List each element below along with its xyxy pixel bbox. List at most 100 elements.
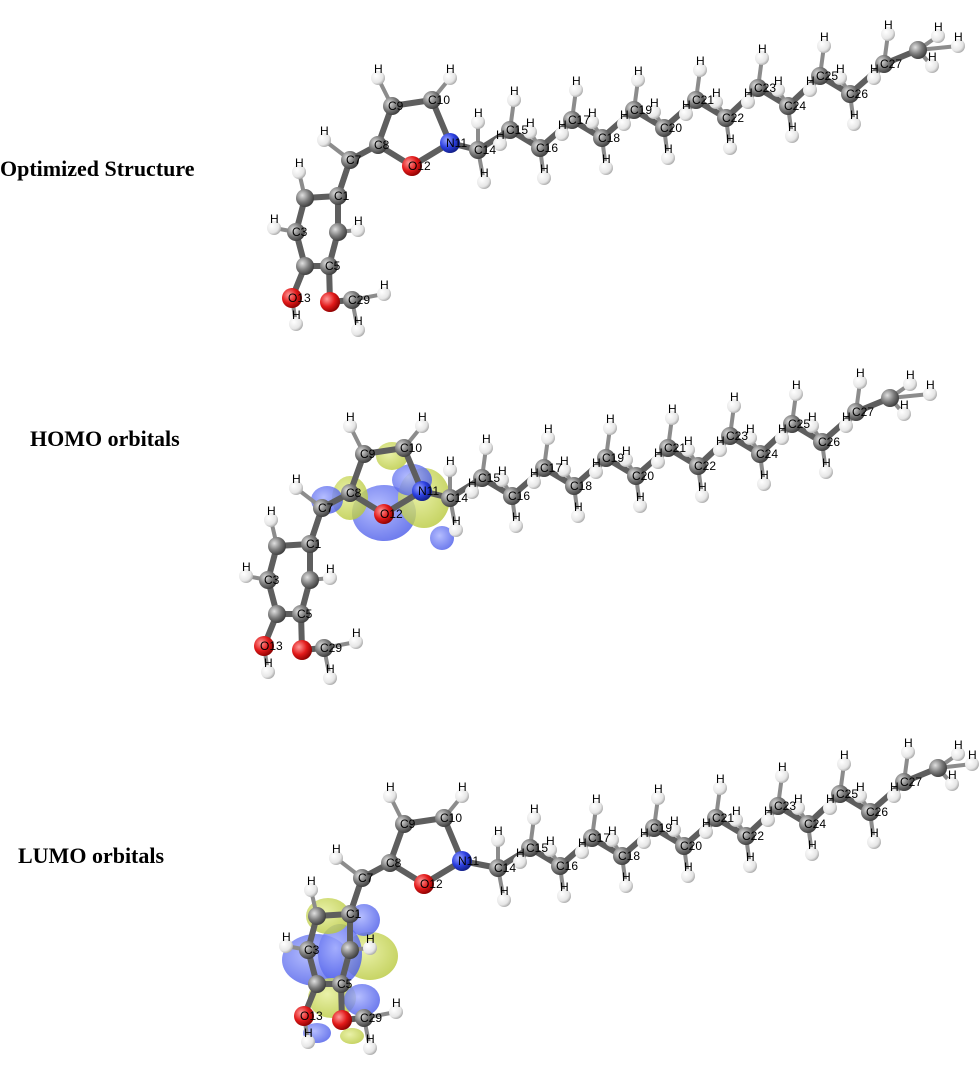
hydrogen-label: H bbox=[806, 74, 815, 88]
hydrogen-atom bbox=[301, 1035, 315, 1049]
hydrogen-atom bbox=[599, 161, 613, 175]
atom-label-c7: C7 bbox=[318, 501, 334, 515]
atom-label-c10: C10 bbox=[400, 441, 422, 455]
hydrogen-label: H bbox=[608, 824, 617, 838]
atom-label-c1: C1 bbox=[306, 537, 322, 551]
hydrogen-label: H bbox=[890, 780, 899, 794]
hydrogen-atom bbox=[951, 39, 965, 53]
atom-label-c29: C29 bbox=[320, 641, 342, 655]
atom-label-c22: C22 bbox=[694, 459, 716, 473]
carbon-atom bbox=[841, 85, 859, 103]
carbon-atom bbox=[308, 975, 326, 993]
hydrogen-atom bbox=[497, 893, 511, 907]
carbon-atom bbox=[593, 129, 611, 147]
carbon-atom bbox=[861, 803, 879, 821]
carbon-atom bbox=[268, 605, 286, 623]
carbon-atom bbox=[441, 489, 459, 507]
carbon-atom bbox=[813, 433, 831, 451]
hydrogen-label: H bbox=[560, 454, 569, 468]
atom-label-c18: C18 bbox=[570, 479, 592, 493]
carbon-atom bbox=[737, 827, 755, 845]
hydrogen-atom bbox=[693, 63, 707, 77]
lumo-lobe-negative bbox=[344, 984, 380, 1016]
hydrogen-atom bbox=[775, 431, 789, 445]
carbon-atom bbox=[308, 907, 326, 925]
hydrogen-atom bbox=[555, 127, 569, 141]
atom-label-c29: C29 bbox=[348, 293, 370, 307]
atom-label-c24: C24 bbox=[784, 99, 806, 113]
atom-label-c29: C29 bbox=[360, 1011, 382, 1025]
hydrogen-atom bbox=[679, 107, 693, 121]
atom-label-c14: C14 bbox=[494, 861, 516, 875]
oxygen-atom bbox=[374, 504, 394, 524]
carbon-atom bbox=[929, 759, 947, 777]
hydrogen-atom bbox=[853, 789, 867, 803]
hydrogen-label: H bbox=[792, 378, 801, 392]
hydrogen-atom bbox=[887, 789, 901, 803]
hydrogen-label: H bbox=[494, 824, 503, 838]
atom-label-c8: C8 bbox=[346, 486, 362, 500]
hydrogen-label: H bbox=[366, 932, 375, 946]
carbon-atom bbox=[369, 136, 387, 154]
carbon-atom bbox=[749, 79, 767, 97]
carbon-atom bbox=[799, 815, 817, 833]
atom-label-c23: C23 bbox=[726, 429, 748, 443]
hydrogen-label: H bbox=[474, 106, 483, 120]
carbon-atom bbox=[551, 857, 569, 875]
atom-label-c20: C20 bbox=[660, 121, 682, 135]
hydrogen-label: H bbox=[774, 74, 783, 88]
atom-label-c5: C5 bbox=[297, 607, 313, 621]
atom-label-c23: C23 bbox=[774, 799, 796, 813]
carbon-atom bbox=[687, 91, 705, 109]
hydrogen-atom bbox=[817, 39, 831, 53]
atom-label-c5: C5 bbox=[325, 259, 341, 273]
carbon-atom bbox=[489, 859, 507, 877]
hydrogen-atom bbox=[785, 129, 799, 143]
hydrogen-atom bbox=[323, 671, 337, 685]
hydrogen-atom bbox=[667, 823, 681, 837]
hydrogen-label: H bbox=[374, 62, 383, 76]
hydrogen-label: H bbox=[496, 128, 505, 142]
hydrogen-label: H bbox=[954, 30, 963, 44]
hydrogen-atom bbox=[867, 71, 881, 85]
hydrogen-atom bbox=[449, 523, 463, 537]
atom-label-c24: C24 bbox=[804, 817, 826, 831]
hydrogen-atom bbox=[279, 939, 293, 953]
atom-label-c24: C24 bbox=[756, 447, 778, 461]
hydrogen-atom bbox=[317, 133, 331, 147]
hydrogen-label: H bbox=[622, 444, 631, 458]
hydrogen-atom bbox=[757, 477, 771, 491]
hydrogen-label: H bbox=[732, 804, 741, 818]
oxygen-atom bbox=[332, 1010, 352, 1030]
atom-label-c21: C21 bbox=[712, 811, 734, 825]
hydrogen-atom bbox=[853, 375, 867, 389]
hydrogen-atom bbox=[495, 473, 509, 487]
hydrogen-label: H bbox=[526, 116, 535, 130]
hydrogen-label: H bbox=[696, 54, 705, 68]
hydrogen-atom bbox=[923, 387, 937, 401]
hydrogen-label: H bbox=[856, 366, 865, 380]
atom-label-c8: C8 bbox=[386, 856, 402, 870]
atom-label-c3: C3 bbox=[292, 225, 308, 239]
hydrogen-label: H bbox=[794, 792, 803, 806]
hydrogen-atom bbox=[789, 387, 803, 401]
atom-label-n11: N11 bbox=[418, 484, 439, 498]
carbon-atom bbox=[355, 1009, 373, 1027]
hydrogen-atom bbox=[803, 83, 817, 97]
hydrogen-label: H bbox=[446, 454, 455, 468]
carbon-atom bbox=[435, 809, 453, 827]
carbon-atom bbox=[292, 605, 310, 623]
atom-label-c3: C3 bbox=[304, 943, 320, 957]
hydrogen-atom bbox=[771, 83, 785, 97]
hydrogen-atom bbox=[537, 171, 551, 185]
carbon-atom bbox=[655, 119, 673, 137]
hydrogen-atom bbox=[617, 117, 631, 131]
carbon-atom bbox=[895, 773, 913, 791]
hydrogen-atom bbox=[323, 571, 337, 585]
hydrogen-atom bbox=[493, 137, 507, 151]
atom-label-c21: C21 bbox=[692, 93, 714, 107]
carbon-atom bbox=[627, 467, 645, 485]
panel-lumo-label: LUMO orbitals bbox=[18, 843, 165, 868]
hydrogen-label: H bbox=[746, 850, 755, 864]
hydrogen-label: H bbox=[267, 504, 276, 518]
